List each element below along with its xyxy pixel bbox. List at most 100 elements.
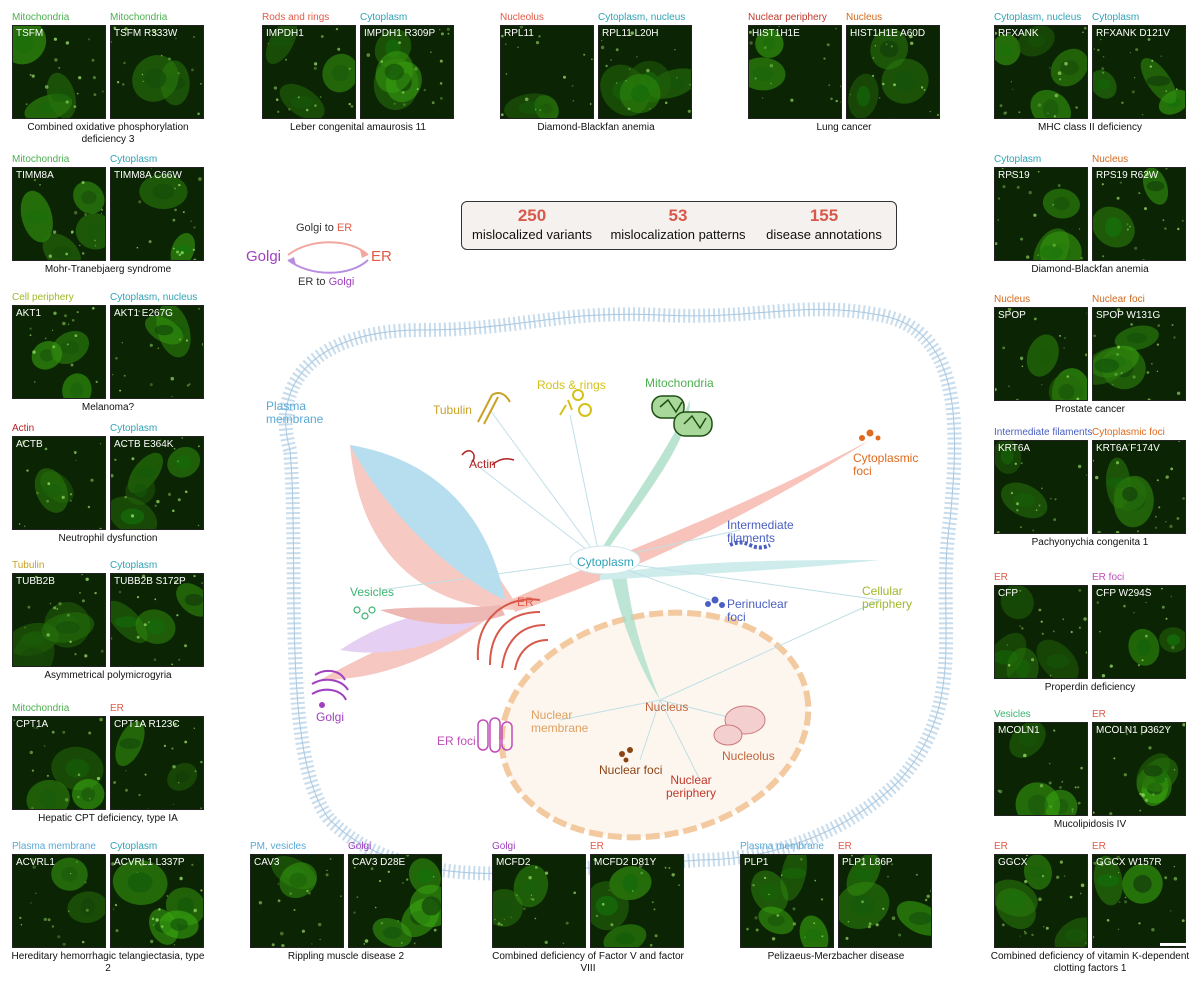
localization-label: Nucleus [846, 12, 883, 23]
er-shape [476, 598, 549, 671]
localization-label: Nucleus [994, 294, 1031, 305]
protein-name: GGCX [998, 857, 1028, 868]
golgi-er-legend-arcs [287, 241, 369, 274]
label-nucleus: Nucleus [645, 700, 689, 714]
label-er: ER [517, 595, 534, 609]
disease-label: Combined oxidative phosphorylation defic… [27, 122, 189, 145]
protein-name: SPOP W131G [1096, 310, 1161, 321]
localization-label: Cytoplasm [1092, 12, 1140, 23]
micrograph-wildtype: CPT1A [12, 716, 106, 810]
localization-label: Golgi [348, 841, 372, 852]
legend-er: ER [371, 248, 392, 265]
micrograph-wildtype: ACVRL1 [12, 854, 106, 948]
micrograph-variant: ACTB E364K [110, 436, 204, 530]
label-intermediate-filaments: Intermediate filaments [727, 518, 794, 545]
micrograph-wildtype: CAV3 [250, 854, 344, 948]
micrograph-wildtype: RFXANK [994, 25, 1088, 119]
localization-label: Cytoplasm, nucleus [994, 12, 1082, 23]
scale-bar [1160, 943, 1186, 946]
label-tubulin: Tubulin [433, 403, 472, 417]
protein-name: HIST1H1E [752, 28, 800, 39]
protein-name: RPL11 L20H [602, 28, 659, 39]
micrograph-variant: MCFD2 D81Y [590, 854, 684, 948]
localization-label: ER [838, 841, 852, 852]
protein-name: CAV3 D28E [352, 857, 406, 868]
protein-name: SPOP [998, 310, 1026, 321]
protein-name: RFXANK D121V [1096, 28, 1170, 39]
micrograph-wildtype: AKT1 [12, 305, 106, 399]
localization-label: ER [994, 572, 1008, 583]
disease-label: Properdin deficiency [1044, 682, 1136, 693]
stat-diseases: 155 disease annotations [754, 206, 894, 244]
micrograph-variant: AKT1 E267G [110, 305, 204, 399]
localization-label: Cytoplasmic foci [1092, 427, 1165, 438]
protein-name: CPT1A R123C [114, 719, 180, 730]
micrograph-wildtype: TUBB2B [12, 573, 106, 667]
protein-name: CFP W294S [1096, 588, 1152, 599]
protein-name: KRT6A [998, 443, 1031, 454]
localization-label: Plasma membrane [740, 841, 824, 852]
disease-label: Hereditary hemorrhagic telangiectasia, t… [11, 951, 205, 974]
stat-diseases-label: disease annotations [766, 227, 882, 242]
label-vesicles: Vesicles [350, 585, 395, 599]
protein-name: KRT6A F174V [1096, 443, 1160, 454]
localization-label: Mitochondria [12, 703, 70, 714]
protein-name: ACVRL1 L337P [114, 857, 185, 868]
micrograph-wildtype: IMPDH1 [262, 25, 356, 119]
protein-name: IMPDH1 [266, 28, 304, 39]
protein-name: CFP [998, 588, 1018, 599]
protein-name: TSFM R333W [114, 28, 178, 39]
localization-label: Cytoplasm [110, 560, 158, 571]
disease-label: Leber congenital amaurosis 11 [289, 122, 426, 133]
protein-name: TUBB2B S172P [114, 576, 186, 587]
cytoplasm-spokes [379, 409, 881, 781]
stat-patterns: 53 mislocalization patterns [608, 206, 748, 244]
disease-label: Rippling muscle disease 2 [287, 951, 405, 962]
mitochondria-icon [651, 395, 713, 437]
protein-name: MCFD2 D81Y [594, 857, 657, 868]
micrograph-variant: HIST1H1E A60D [846, 25, 940, 119]
disease-label: Pelizaeus-Merzbacher disease [767, 951, 905, 962]
localization-label: Cytoplasm [994, 154, 1042, 165]
micrograph-wildtype: CFP [994, 585, 1088, 679]
micrograph-variant: TIMM8A C66W [110, 167, 204, 261]
micrograph-wildtype: PLP1 [740, 854, 834, 948]
micrograph-wildtype: TIMM8A [12, 167, 106, 261]
localization-label: Cytoplasm, nucleus [110, 292, 198, 303]
stat-patterns-number: 53 [668, 206, 688, 225]
disease-label: Melanoma? [81, 402, 135, 413]
label-plasma-membrane: Plasma membrane [266, 399, 324, 426]
disease-label: Diamond-Blackfan anemia [537, 122, 655, 133]
intermediate-filaments-icon [729, 540, 771, 550]
micrograph-wildtype: SPOP [994, 307, 1088, 401]
micrograph-wildtype: KRT6A [994, 440, 1088, 534]
micrograph-variant: RPL11 L20H [598, 25, 692, 119]
stat-variants-number: 250 [517, 206, 547, 225]
protein-name: MCFD2 [496, 857, 531, 868]
micrograph-wildtype: ACTB [12, 436, 106, 530]
micrograph-variant: TUBB2B S172P [110, 573, 204, 667]
rods-rings-icon [559, 389, 592, 417]
cytoplasmic-foci-icon [859, 429, 881, 441]
localization-label: Intermediate filaments [994, 427, 1093, 438]
micrograph-variant: RPS19 R62W [1092, 167, 1186, 261]
label-cytoplasm: Cytoplasm [577, 555, 634, 569]
tubulin-icon [477, 392, 511, 425]
protein-name: HIST1H1E A60D [850, 28, 926, 39]
localization-label: Nuclear foci [1092, 294, 1145, 305]
label-nuclear-periphery: Nuclear periphery [665, 773, 717, 800]
protein-name: ACVRL1 [16, 857, 55, 868]
micrograph-variant: SPOP W131G [1092, 307, 1186, 401]
localization-label: Golgi [492, 841, 516, 852]
localization-label: Plasma membrane [12, 841, 96, 852]
micrograph-wildtype: MCOLN1 [994, 722, 1088, 816]
